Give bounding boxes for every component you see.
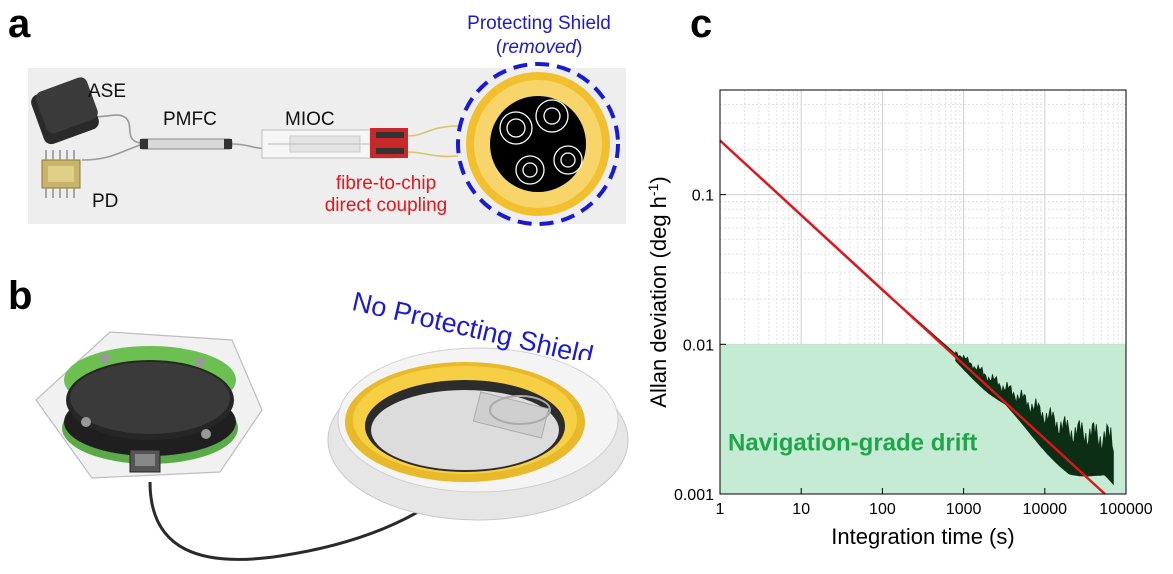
panel-c-letter: c: [690, 2, 713, 46]
unshielded-coil-assembly-icon: [327, 347, 629, 521]
chart-series: [719, 139, 1114, 495]
y-tick-label: 0.01: [683, 337, 714, 354]
y-tick-label: 0.1: [692, 188, 714, 205]
shield-label-paren-close: ): [575, 37, 583, 58]
y-axis-label-main: Allan deviation (deg h: [646, 196, 671, 408]
no-shield-label-svg: No Protecting Shield: [350, 286, 597, 360]
x-tick-label: 10000: [1023, 501, 1068, 518]
no-shield-label: No Protecting Shield: [350, 286, 597, 360]
navigation-grade-band: [720, 344, 1126, 494]
panel-a-letter: a: [8, 2, 31, 46]
mioc-chip-icon: [261, 128, 408, 159]
shield-label-line2: (removed): [446, 38, 632, 58]
mioc-label: MIOC: [285, 109, 335, 130]
x-ticks: 1 10 100 1000 10000 100000: [716, 488, 1153, 518]
coupling-label-line1: fibre-to-chip: [335, 173, 437, 194]
fibre-mioc-to-coil-top: [407, 125, 459, 137]
photodetector-icon: [41, 150, 81, 198]
y-tick-label: 0.001: [674, 487, 714, 504]
fibre-coil-icon: [466, 72, 610, 216]
coupling-label-line2: direct coupling: [324, 195, 448, 216]
pd-label: PD: [92, 191, 119, 212]
y-axis-label: Allan deviation (deg h-1): [645, 176, 671, 407]
panel-b-illustration: [35, 331, 629, 561]
x-axis-label: Integration time (s): [831, 524, 1014, 549]
x-tick-label: 1000: [946, 501, 982, 518]
shield-label-removed: removed: [502, 37, 576, 58]
x-tick-label: 100000: [1099, 501, 1152, 518]
pmfc-label: PMFC: [163, 109, 217, 130]
shield-label-line1: Protecting Shield: [467, 13, 611, 34]
band-annotation: Navigation-grade drift: [728, 429, 977, 456]
fibre-ase-to-pmfc: [91, 114, 141, 144]
y-axis-label-close: ): [646, 176, 671, 183]
plot-frame: [719, 89, 1127, 495]
y-ticks: 0.001 0.01 0.1: [674, 188, 726, 504]
fibre-mioc-to-coil-bottom: [407, 151, 459, 158]
measured-noise-envelope: [955, 351, 1114, 486]
x-tick-label: 10: [792, 501, 810, 518]
shield-label-paren-open: (: [495, 37, 503, 58]
x-tick-label: 100: [869, 501, 896, 518]
fibre-pd-to-pmfc: [81, 144, 141, 161]
panel-b-letter: b: [8, 274, 33, 318]
ase-source-icon: [31, 77, 99, 145]
fit-line: [719, 139, 1106, 495]
x-tick-label: 1: [716, 501, 725, 518]
ase-label: ASE: [88, 81, 127, 102]
y-axis-label-sup: -1: [645, 183, 661, 196]
pmfc-coupler-icon: [139, 138, 233, 150]
allan-deviation-chart: 1 10 100 1000 10000 100000 0.001 0.01 0.1 Navig…: [645, 89, 1153, 549]
removed-shield-outline: [456, 62, 620, 226]
electronics-module-icon: [35, 331, 263, 479]
panel-a-illustration: [31, 62, 620, 226]
